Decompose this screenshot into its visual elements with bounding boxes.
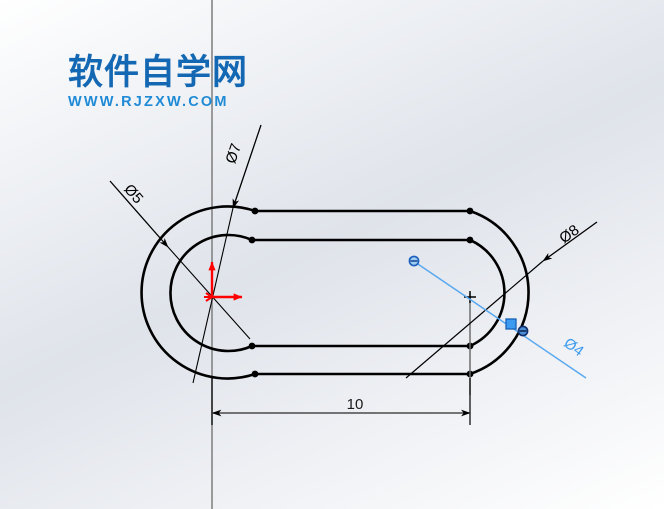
sketch-endpoints[interactable] bbox=[248, 207, 474, 378]
dimension-diameter-5[interactable]: Ø5 bbox=[109, 180, 169, 248]
dim8-leader-line[interactable] bbox=[542, 221, 598, 262]
dim5-label[interactable]: Ø5 bbox=[120, 181, 146, 207]
dim7-leader-line[interactable] bbox=[232, 124, 262, 209]
endpoint-inner-top-left[interactable] bbox=[248, 236, 256, 244]
outer-slot-profile[interactable] bbox=[140, 205, 530, 380]
endpoint-inner-bot-left[interactable] bbox=[248, 342, 256, 350]
inner-slot-left-arc[interactable] bbox=[169, 233, 254, 353]
outer-slot-left-arc[interactable] bbox=[140, 205, 257, 380]
sketch-markers[interactable] bbox=[408, 255, 529, 337]
endpoint-outer-bot-left[interactable] bbox=[251, 370, 259, 378]
endpoint-outer-top-left[interactable] bbox=[251, 207, 259, 215]
dim4-label[interactable]: Ø4 bbox=[561, 335, 587, 361]
dim7-label[interactable]: Ø7 bbox=[222, 141, 245, 165]
inner-slot-profile[interactable] bbox=[169, 233, 506, 353]
dim5-extension-line bbox=[167, 246, 251, 340]
origin-marker[interactable] bbox=[204, 261, 243, 302]
dim8-extension-line bbox=[405, 260, 544, 379]
outer-slot-right-arc[interactable] bbox=[468, 209, 530, 376]
dim4-leader-line[interactable] bbox=[408, 257, 587, 379]
dimension-linear-10[interactable]: 10 bbox=[211, 378, 471, 425]
dim5-leader-line[interactable] bbox=[109, 180, 169, 248]
origin-point[interactable] bbox=[204, 292, 214, 302]
inner-slot-right-arc[interactable] bbox=[468, 238, 506, 348]
dim8-label[interactable]: Ø8 bbox=[556, 222, 582, 248]
endpoint-inner-top-right[interactable] bbox=[466, 236, 474, 244]
selection-handle[interactable] bbox=[505, 318, 517, 330]
dim10-label[interactable]: 10 bbox=[347, 396, 364, 413]
endpoint-outer-top-right[interactable] bbox=[466, 207, 474, 215]
